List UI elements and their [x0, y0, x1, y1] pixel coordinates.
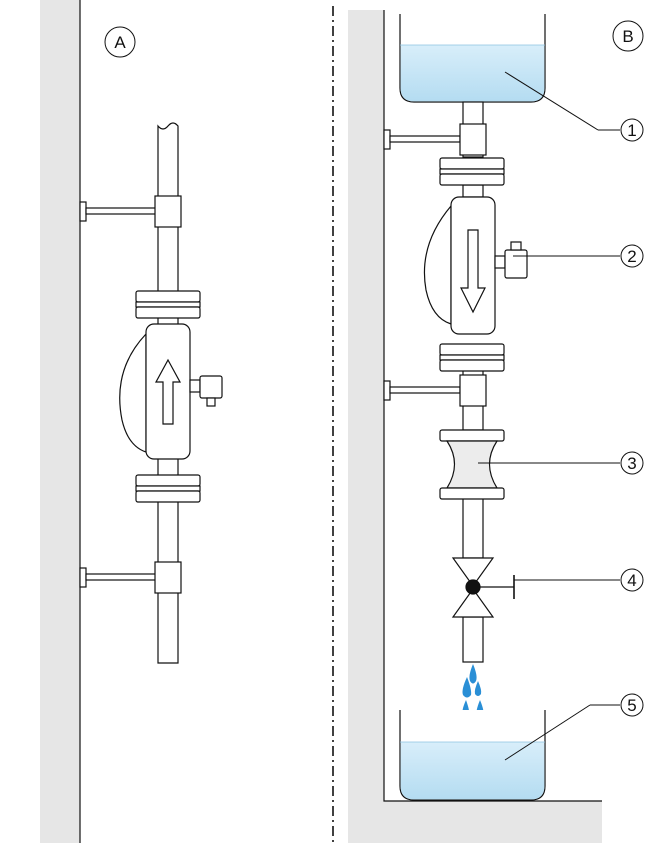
panel-b-letter: B	[622, 27, 633, 46]
panel-b: 1 2 3 4 5 B	[348, 10, 644, 843]
panel-b-label: B	[612, 20, 644, 52]
callout-4-number: 4	[627, 571, 636, 590]
flange-lower-b	[439, 343, 505, 372]
supply-tank	[399, 14, 546, 103]
collection-tank	[399, 710, 546, 801]
callout-2: 2	[620, 244, 644, 268]
flowmeter-a	[119, 323, 223, 460]
flow-arrow-up-icon	[154, 358, 182, 425]
wall-b	[348, 10, 384, 843]
callout-5-number: 5	[627, 696, 636, 715]
flow-arrow-down-icon	[460, 229, 486, 314]
callout-1: 1	[620, 118, 644, 142]
flange-upper-a	[135, 290, 201, 319]
callout-leaders	[478, 71, 620, 761]
panel-a: A	[40, 0, 223, 843]
callout-5: 5	[620, 693, 644, 717]
flow-restrictor	[439, 429, 505, 500]
flange-upper-b	[439, 157, 505, 186]
wall-bracket-upper-b	[383, 123, 487, 156]
flange-lower-a	[135, 474, 201, 503]
callout-4: 4	[620, 568, 644, 592]
floor-b	[384, 801, 602, 843]
wall-bracket-lower-a	[79, 561, 182, 594]
wall-bracket-lower-b	[383, 374, 487, 407]
callout-3: 3	[620, 451, 644, 475]
callout-2-number: 2	[627, 247, 636, 266]
wall-a	[40, 0, 80, 843]
callout-3-number: 3	[627, 454, 636, 473]
panel-a-letter: A	[114, 33, 126, 52]
panel-a-label: A	[104, 26, 136, 58]
shutoff-valve	[451, 557, 515, 618]
callout-1-number: 1	[627, 121, 636, 140]
wall-bracket-upper-a	[79, 195, 182, 228]
flowmeter-b	[423, 196, 528, 335]
